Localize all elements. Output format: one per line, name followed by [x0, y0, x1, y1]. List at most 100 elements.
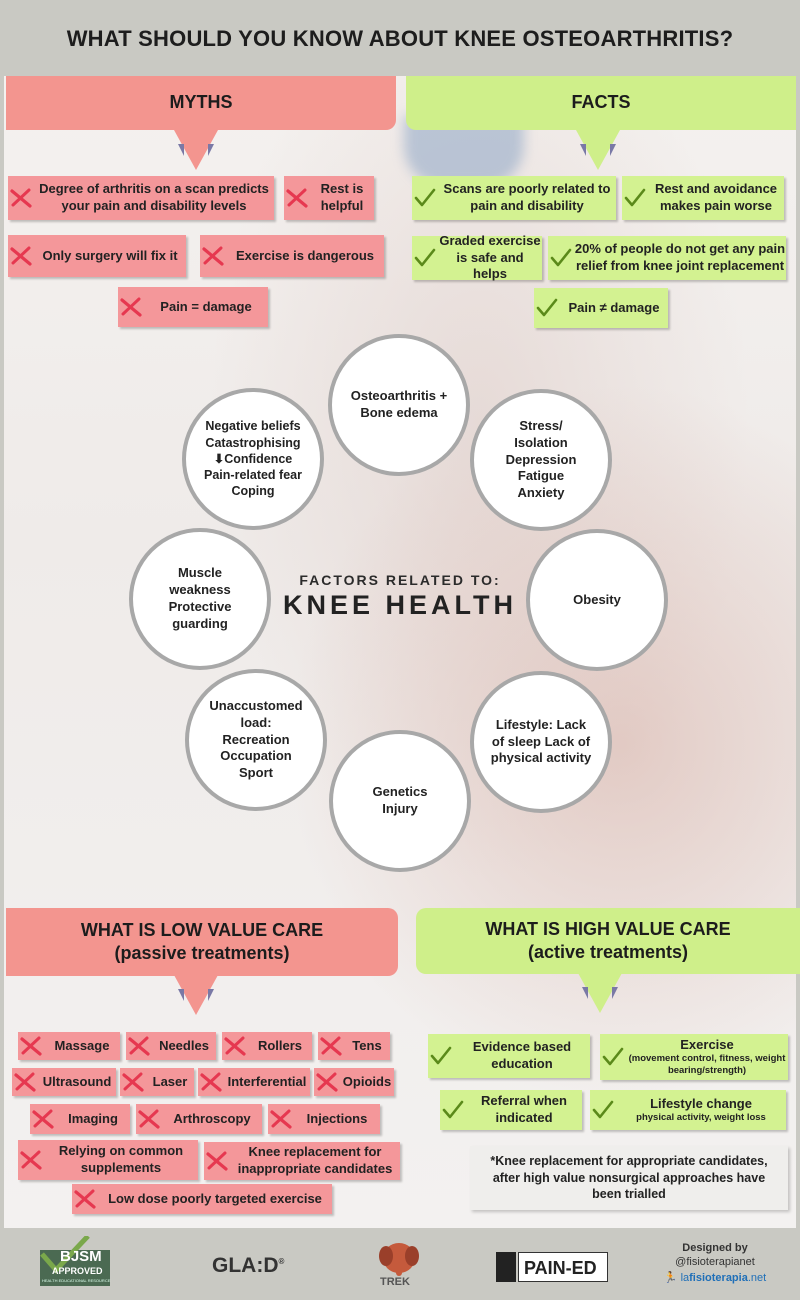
cross-icon	[204, 1150, 230, 1172]
high-value-tag: Referral when indicated	[440, 1090, 582, 1130]
low-value-tag: Imaging	[30, 1104, 130, 1134]
low-value-tag: Relying on common supplements	[18, 1140, 198, 1180]
high-value-text: Evidence based education	[472, 1039, 572, 1071]
cross-icon	[72, 1188, 98, 1210]
low-value-text: Needles	[159, 1037, 209, 1053]
fact-text: 20% of people do not get any pain relief…	[574, 241, 786, 273]
high-value-text: Exercise	[680, 1036, 734, 1052]
low-value-text: Imaging	[68, 1110, 118, 1126]
designed-by-text: Designed by	[682, 1242, 748, 1254]
knee-replacement-note: *Knee replacement for appropriate candid…	[470, 1146, 788, 1210]
factor-text: Obesity	[573, 591, 621, 607]
cross-icon	[268, 1108, 294, 1130]
low-value-header-line1: WHAT IS LOW VALUE CARE	[80, 919, 324, 940]
factors-subtitle: FACTORS RELATED TO:	[299, 572, 501, 588]
low-value-header-line2: (passive treatments)	[114, 943, 290, 963]
cross-icon	[8, 187, 34, 209]
check-icon	[600, 1046, 626, 1068]
low-value-text: Injections	[306, 1110, 368, 1126]
bjsm-approved-text: APPROVED	[52, 1266, 103, 1276]
myth-text: Rest is helpful	[320, 181, 364, 213]
site-part-a: la	[680, 1272, 690, 1284]
myth-text: Only surgery will fix it	[42, 247, 178, 263]
low-value-text: Massage	[54, 1037, 110, 1053]
pain-ed-mark-icon	[496, 1252, 516, 1282]
glad-logo: GLA:D®	[212, 1254, 284, 1278]
trek-logo: TREK	[376, 1240, 422, 1290]
glad-text: GLA:D	[212, 1254, 279, 1277]
low-value-pointer-icon	[174, 975, 218, 1015]
myths-pointer-icon	[174, 130, 218, 170]
factor-circle-genetics: Genetics Injury	[329, 730, 471, 872]
factor-circle-obesity: Obesity	[526, 529, 668, 671]
bjsm-small-text: HEALTH EDUCATIONAL RESOURCE	[42, 1278, 111, 1283]
high-value-pointer-icon	[578, 973, 622, 1013]
factor-text: Unaccustomed load: Recreation Occupation…	[209, 697, 303, 781]
facts-header: FACTS	[406, 76, 796, 130]
cross-icon	[314, 1071, 340, 1093]
fact-text: Scans are poorly related to pain and dis…	[443, 181, 611, 213]
factor-circle-muscle-weakness: Muscle weakness Protective guarding	[129, 528, 271, 670]
low-value-text: Knee replacement for inappropriate candi…	[237, 1144, 393, 1176]
low-value-tag: Massage	[18, 1032, 120, 1060]
facts-pointer-icon	[576, 130, 620, 170]
factor-text: Genetics Injury	[372, 784, 428, 816]
myth-tag: Only surgery will fix it	[8, 235, 186, 277]
low-value-tag: Rollers	[222, 1032, 312, 1060]
low-value-text: Opioids	[342, 1073, 392, 1089]
high-value-tag: Exercise(movement control, fitness, weig…	[600, 1034, 788, 1080]
high-value-tag: Evidence based education	[428, 1034, 590, 1078]
check-icon	[428, 1045, 454, 1067]
cross-icon	[18, 1149, 44, 1171]
fact-text: Graded exercise is safe and helps	[439, 233, 541, 282]
cross-icon	[200, 245, 226, 267]
factors-title: KNEE HEALTH	[282, 590, 517, 620]
low-value-tag: Needles	[126, 1032, 216, 1060]
cross-icon	[120, 1071, 146, 1093]
pain-ed-text: PAIN-ED	[524, 1258, 597, 1278]
pain-ed-logo: PAIN-ED	[496, 1250, 608, 1284]
high-value-header: WHAT IS HIGH VALUE CARE (active treatmen…	[416, 908, 800, 974]
low-value-text: Interferential	[227, 1073, 307, 1089]
low-value-tag: Tens	[318, 1032, 390, 1060]
low-value-tag: Ultrasound	[12, 1068, 116, 1096]
high-value-header-line2: (active treatments)	[527, 942, 689, 962]
factor-circle-lifestyle: Lifestyle: Lack of sleep Lack of physica…	[470, 671, 612, 813]
check-icon	[534, 297, 560, 319]
bjsm-text: BJSM	[60, 1248, 102, 1265]
fact-tag: Scans are poorly related to pain and dis…	[412, 176, 616, 220]
factor-circle-osteoarthritis: Osteoarthritis + Bone edema	[328, 334, 470, 476]
fact-tag: Graded exercise is safe and helps	[412, 233, 542, 282]
low-value-tag: Laser	[120, 1068, 194, 1096]
factor-text: Osteoarthritis + Bone edema	[350, 388, 448, 420]
check-icon	[548, 247, 574, 269]
factor-text: Muscle weakness Protective guarding	[168, 565, 232, 631]
factor-circle-unaccustomed-load: Unaccustomed load: Recreation Occupation…	[185, 669, 327, 811]
myth-text: Degree of arthritis on a scan predicts y…	[39, 181, 269, 213]
cross-icon	[12, 1071, 38, 1093]
cross-icon	[318, 1035, 344, 1057]
check-icon	[412, 187, 438, 209]
high-value-subtext: physical activity, weight loss	[636, 1112, 766, 1124]
high-value-text: Lifestyle change	[650, 1095, 752, 1111]
designer-credit: Designed by @fisioterapianet 🏃 lafisiote…	[650, 1242, 780, 1294]
cross-icon	[284, 187, 310, 209]
cross-icon	[222, 1035, 248, 1057]
low-value-tag: Interferential	[198, 1068, 310, 1096]
low-value-text: Rollers	[257, 1037, 303, 1053]
myth-tag: Pain = damage	[118, 287, 268, 327]
factor-circle-negative-beliefs: Negative beliefs Catastrophising ⬇Confid…	[182, 388, 324, 530]
fact-tag: 20% of people do not get any pain relief…	[548, 236, 786, 280]
fact-tag: Pain ≠ damage	[534, 288, 668, 328]
low-value-text: Arthroscopy	[173, 1110, 251, 1126]
myth-tag: Exercise is dangerous	[200, 235, 384, 277]
myth-text: Pain = damage	[160, 298, 252, 314]
cross-icon	[18, 1035, 44, 1057]
myths-header-label: MYTHS	[169, 92, 233, 113]
bjsm-logo: BJSM APPROVED HEALTH EDUCATIONAL RESOURC…	[38, 1234, 112, 1288]
cross-icon	[118, 296, 144, 318]
low-value-text: Low dose poorly targeted exercise	[108, 1190, 322, 1206]
high-value-subtext: (movement control, fitness, weight beari…	[628, 1053, 786, 1077]
check-icon	[440, 1099, 466, 1121]
